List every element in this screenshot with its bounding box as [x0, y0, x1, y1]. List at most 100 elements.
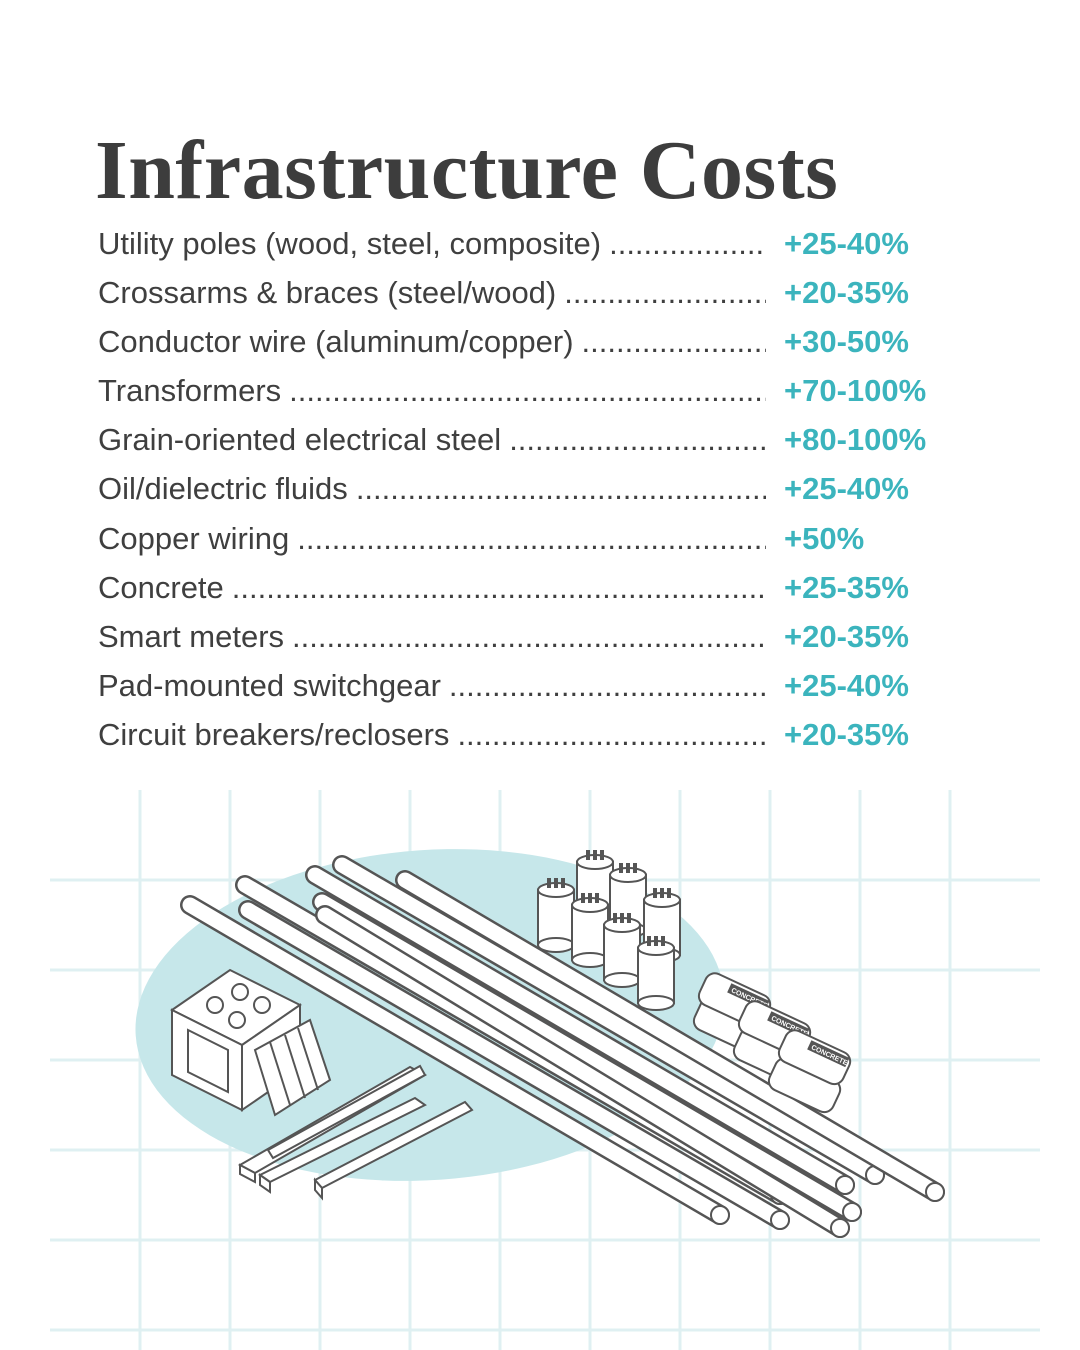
cost-item: Circuit breakers/reclosers..............…: [98, 717, 948, 766]
item-label-wrap: Pad-mounted switchgear..................…: [98, 668, 776, 704]
item-name: Copper wiring: [98, 520, 290, 556]
pole-fill: [334, 857, 883, 1183]
bushing: [581, 893, 585, 903]
item-label-wrap: Grain-oriented electrical steel.........…: [98, 422, 776, 458]
pole-end: [925, 1182, 945, 1202]
transformer: [603, 924, 641, 981]
item-percent-increase: +50%: [784, 520, 865, 556]
dot-leader: ........................................…: [564, 275, 766, 311]
item-label-wrap: Smart meters............................…: [98, 619, 776, 655]
cost-item: Smart meters............................…: [98, 619, 948, 668]
transformer-bottom: [603, 972, 641, 988]
cost-item: Copper wiring...........................…: [98, 521, 948, 570]
cost-item: Utility poles (wood, steel, composite)..…: [98, 226, 948, 275]
dot-leader: ........................................…: [509, 422, 766, 458]
item-label-wrap: Crossarms & braces (steel/wood).........…: [98, 275, 776, 311]
item-name: Oil/dielectric fluids: [98, 471, 348, 507]
page-title: Infrastructure Costs: [95, 124, 839, 217]
pole-end: [830, 1218, 850, 1238]
transformer: [637, 947, 675, 1004]
cost-item: Crossarms & braces (steel/wood).........…: [98, 275, 948, 324]
item-percent-increase: +25-40%: [784, 667, 909, 703]
pole-end: [835, 1175, 855, 1195]
dot-leader: ........................................…: [355, 471, 766, 507]
item-percent-increase: +25-35%: [784, 569, 909, 605]
pole-fill: [397, 872, 943, 1200]
item-name: Crossarms & braces (steel/wood): [98, 275, 557, 311]
item-percent-increase: +30-50%: [784, 324, 909, 360]
dot-leader: ........................................…: [289, 373, 766, 409]
item-name: Transformers: [98, 373, 282, 409]
cost-item: Concrete................................…: [98, 570, 948, 619]
cost-item: Grain-oriented electrical steel.........…: [98, 422, 948, 471]
dot-leader: ........................................…: [609, 226, 766, 261]
item-label-wrap: Concrete................................…: [98, 570, 776, 606]
cost-list: Utility poles (wood, steel, composite)..…: [98, 226, 948, 766]
item-name: Concrete: [98, 569, 224, 605]
switchgear-box-icon: [170, 968, 332, 1117]
pole-fill: [307, 867, 853, 1193]
utility-poles-icon: [180, 855, 945, 1238]
bushing: [547, 878, 551, 888]
dot-leader: ........................................…: [292, 618, 766, 654]
bushing: [620, 913, 624, 923]
dot-leader: ........................................…: [231, 569, 766, 605]
item-name: Utility poles (wood, steel, composite): [98, 226, 602, 261]
pole-fill: [314, 894, 860, 1220]
dot-leader: ........................................…: [448, 667, 766, 703]
bushing: [619, 863, 623, 873]
transformer: [571, 904, 609, 961]
item-percent-increase: +25-40%: [784, 226, 909, 261]
concrete-bag: CONCRETE: [777, 1029, 852, 1086]
bushing: [626, 863, 630, 873]
bushing: [627, 913, 631, 923]
item-label-wrap: Copper wiring...........................…: [98, 521, 776, 557]
bushing: [653, 888, 657, 898]
item-label-wrap: Utility poles (wood, steel, composite)..…: [98, 226, 776, 262]
dot-leader: ........................................…: [457, 716, 766, 752]
dot-leader: ........................................…: [297, 520, 766, 556]
item-label-wrap: Conductor wire (aluminum/copper)........…: [98, 324, 776, 360]
bushing: [600, 850, 604, 860]
item-percent-increase: +25-40%: [784, 471, 909, 507]
item-percent-increase: +20-35%: [784, 618, 909, 654]
pole-fill: [240, 902, 788, 1228]
transformer-bottom: [637, 995, 675, 1011]
item-name: Smart meters: [98, 618, 285, 654]
bushing: [595, 893, 599, 903]
item-label-wrap: Circuit breakers/reclosers..............…: [98, 717, 776, 753]
bushing: [588, 893, 592, 903]
bushing: [660, 888, 664, 898]
item-percent-increase: +20-35%: [784, 716, 909, 752]
bushing: [586, 850, 590, 860]
item-label-wrap: Oil/dielectric fluids...................…: [98, 471, 776, 507]
transformer-bottom: [537, 937, 575, 953]
bag-label: [807, 1040, 850, 1068]
dot-leader: ........................................…: [581, 324, 766, 360]
cost-item: Pad-mounted switchgear..................…: [98, 668, 948, 717]
item-name: Conductor wire (aluminum/copper): [98, 324, 574, 360]
bushing: [613, 913, 617, 923]
item-name: Grain-oriented electrical steel: [98, 422, 502, 458]
bushing: [633, 863, 637, 873]
transformer-bottom: [571, 952, 609, 968]
pole-fill: [317, 907, 848, 1236]
item-percent-increase: +20-35%: [784, 275, 909, 311]
item-name: Circuit breakers/reclosers: [98, 716, 450, 752]
bushing: [667, 888, 671, 898]
crossarms-icon: [237, 1064, 474, 1201]
bushing: [561, 878, 565, 888]
pole-end: [770, 1210, 790, 1230]
transformers-icon: [537, 850, 681, 1011]
pole-fill: [182, 897, 728, 1223]
bushing: [554, 878, 558, 888]
item-name: Pad-mounted switchgear: [98, 667, 441, 703]
bushing: [647, 936, 651, 946]
bushing: [661, 936, 665, 946]
cost-item: Conductor wire (aluminum/copper)........…: [98, 324, 948, 373]
item-label-wrap: Transformers............................…: [98, 373, 776, 409]
bushing: [593, 850, 597, 860]
pole-end: [710, 1205, 730, 1225]
